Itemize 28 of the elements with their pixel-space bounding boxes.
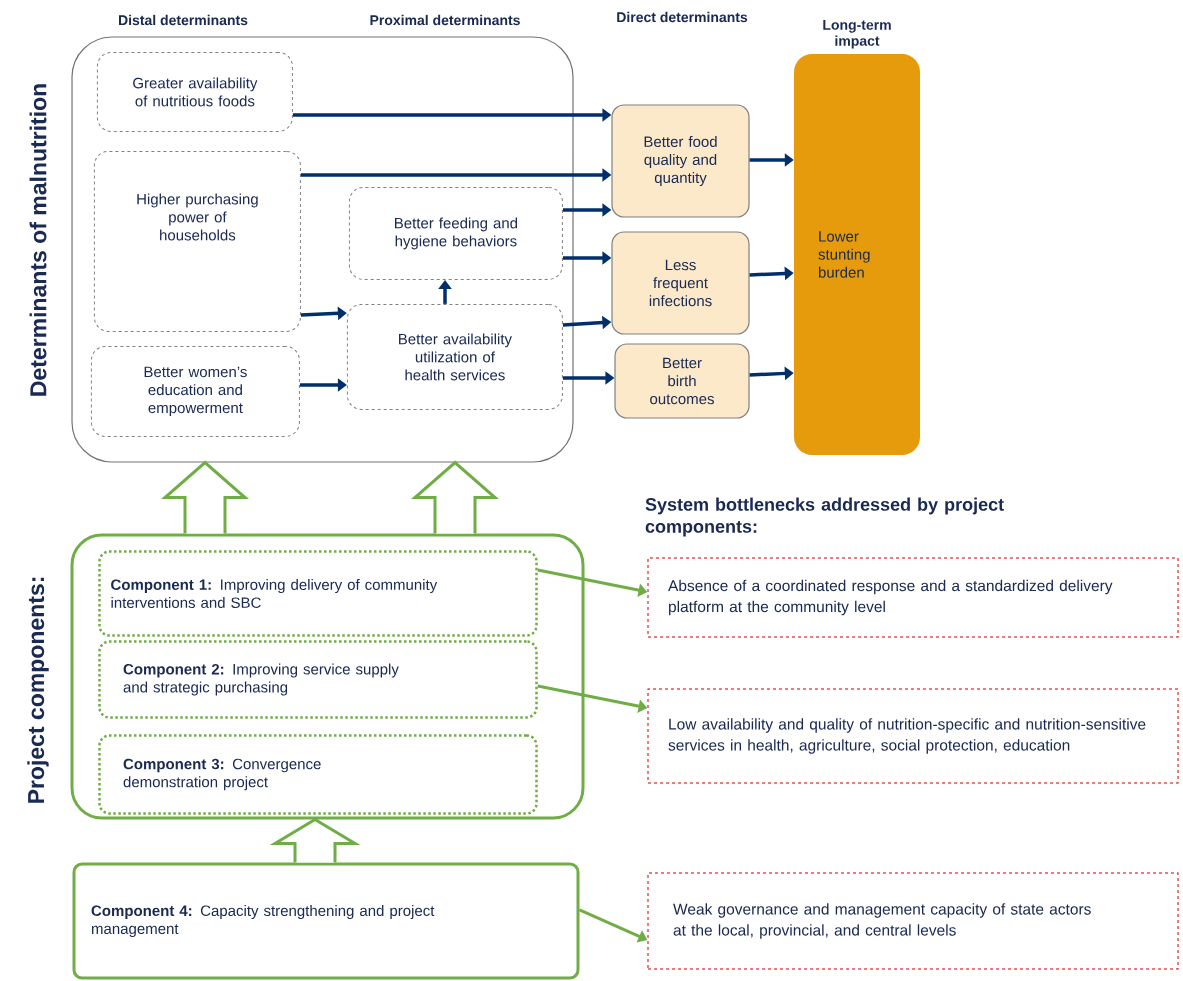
factor-box: Better availability utilization of health services <box>346 303 563 410</box>
factor-box: Better feeding and hygiene behaviors <box>348 186 563 280</box>
column-heading: Long-term impact <box>823 20 891 49</box>
outcome-box: Better food quality and quantity <box>611 104 750 218</box>
factor-box: Greater availability of nutritious foods <box>96 51 293 132</box>
component-box: Component 4: Capacity strengthening and project management <box>72 862 580 980</box>
component-box: Component 1: Improving delivery of community interventions and SBC <box>98 550 538 637</box>
impact-bar: Lower stunting burden <box>794 54 920 455</box>
block-arrow <box>161 460 249 535</box>
block-arrow <box>269 817 361 864</box>
factor-box: Higher purchasing power of households <box>93 150 301 332</box>
side-heading: Project components: <box>27 577 49 803</box>
block-arrow <box>411 460 499 535</box>
group-box <box>71 36 574 463</box>
component-group-box <box>70 533 585 820</box>
outcome-box: Better birth outcomes <box>614 343 750 419</box>
side-heading: Determinants of malnutrition <box>29 84 47 396</box>
column-heading: Distal determinants <box>119 14 248 26</box>
component-box: Component 3: Convergence demonstration project <box>98 734 538 815</box>
column-heading: Proximal determinants <box>370 14 520 26</box>
bottleneck-box: Absence of a coordinated response and a standardized delivery platform at the community level <box>647 557 1179 638</box>
section-heading: System bottlenecks addressed by project components: <box>645 497 1004 537</box>
bottleneck-box: Weak governance and management capacity of state actors at the local, provincial, and central levels <box>647 872 1179 970</box>
outcome-box: Less frequent infections <box>611 231 750 335</box>
component-box: Component 2: Improving service supply and strategic purchasing <box>98 640 538 719</box>
factor-box: Better women’s education and empowerment <box>90 345 300 437</box>
column-heading: Direct determinants <box>617 11 748 23</box>
bottleneck-box: Low availability and quality of nutrition-specific and nutrition-sensitive services in health, agriculture, social protection, education <box>647 688 1179 784</box>
